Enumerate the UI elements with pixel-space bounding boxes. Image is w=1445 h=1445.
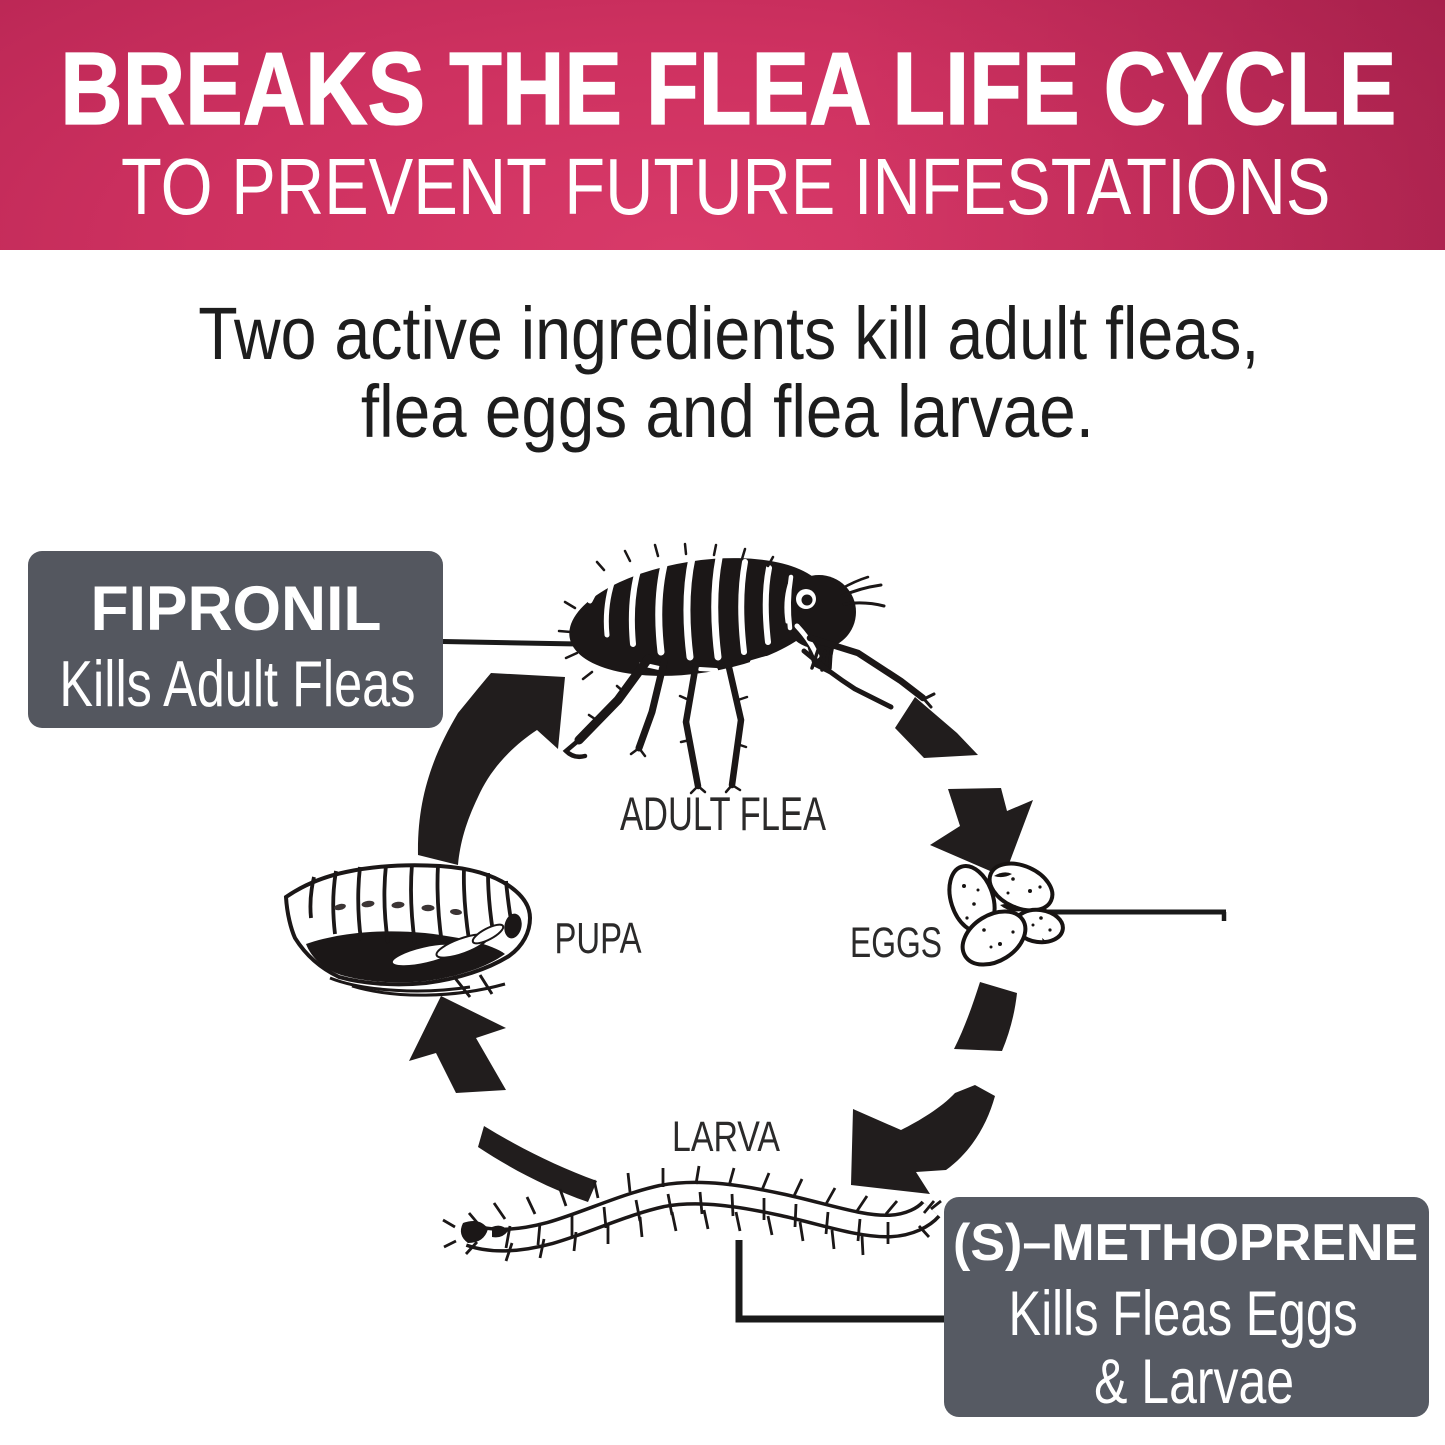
- svg-text:EGGS: EGGS: [850, 919, 942, 967]
- svg-text:LARVA: LARVA: [672, 1113, 780, 1161]
- svg-text:PUPA: PUPA: [555, 914, 642, 963]
- svg-text:ADULT FLEA: ADULT FLEA: [620, 787, 826, 840]
